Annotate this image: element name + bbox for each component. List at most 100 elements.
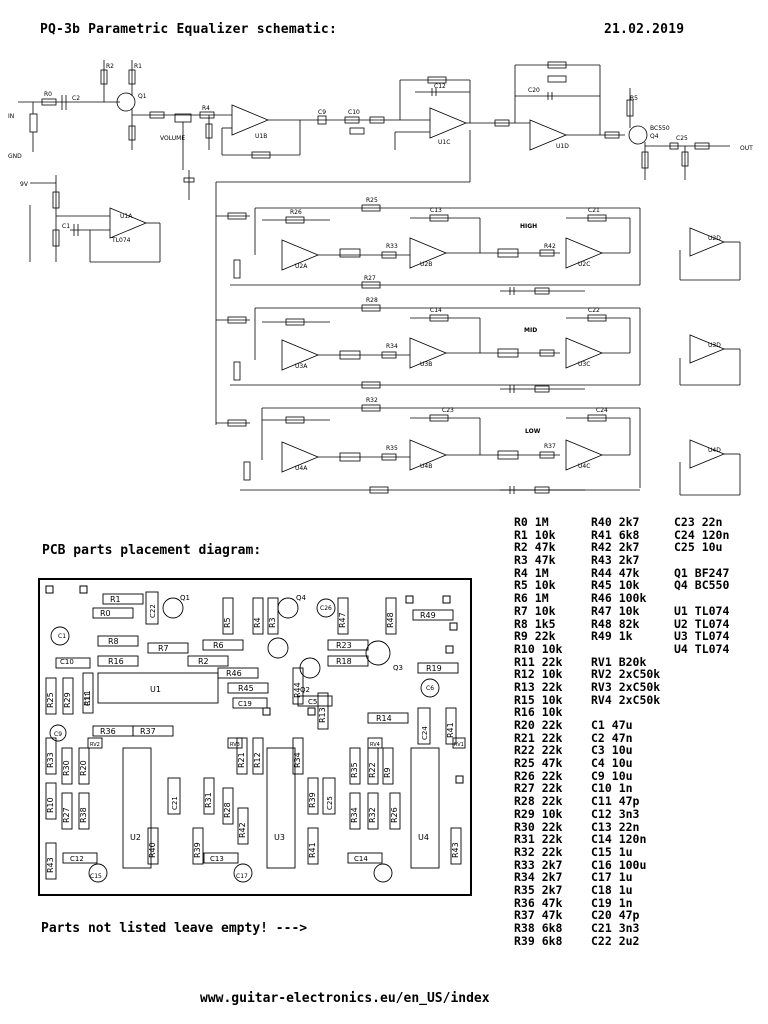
part-entry: R20 22k: [514, 718, 563, 732]
u4c-label: U4C: [578, 463, 590, 470]
r37-label: R37: [544, 443, 556, 450]
pcb-c21: C21: [171, 796, 179, 810]
schematic-title: PQ-3b Parametric Equalizer schematic:: [40, 22, 337, 37]
part-entry: U1 TL074: [674, 603, 730, 618]
pcb-r26: R26: [390, 807, 399, 823]
c10-label: C10: [348, 109, 360, 116]
part-entry: R47 10k: [591, 603, 640, 618]
pcb-r31: R31: [204, 792, 213, 808]
pcb-c25: C25: [326, 796, 334, 810]
pcb-r39b: R39: [308, 792, 317, 808]
part-entry: Q1 BF247: [674, 565, 730, 580]
part-entry: R8 1k5: [514, 616, 556, 631]
part-entry: C25 10u: [674, 540, 723, 555]
part-entry: Q4 BC550: [674, 578, 730, 593]
u1b-label: U1B: [255, 133, 267, 140]
pcb-r7: R7: [158, 644, 169, 653]
mid-label: MID: [524, 327, 537, 334]
q4-label: Q4: [650, 133, 659, 140]
u3a-label: U3A: [295, 363, 308, 370]
pcb-r48: R48: [386, 612, 395, 628]
r28-label: R28: [366, 297, 378, 304]
pcb-r30: R30: [62, 760, 71, 776]
part-entry: R44 47k: [591, 565, 640, 580]
pcb-r19: R19: [426, 664, 442, 673]
pcb-u4-label: U4: [418, 833, 429, 842]
pcb-r3: R3: [268, 617, 277, 628]
u1a-label: U1A: [120, 213, 133, 220]
pcb-r2: R2: [198, 657, 209, 666]
pcb-r39: R39: [193, 842, 202, 858]
r1-label: R1: [134, 63, 142, 70]
pcb-c9: C9: [54, 731, 62, 738]
pcb-r46: R46: [226, 669, 242, 678]
part-entry: U2 TL074: [674, 616, 730, 631]
part-entry: R6 1M: [514, 591, 549, 606]
part-entry: R37 47k: [514, 908, 563, 923]
part-entry: R29 10k: [514, 806, 563, 821]
volume-label: VOLUME: [160, 135, 185, 142]
pcb-r9: R9: [383, 767, 392, 778]
pcb-c10: C10: [60, 658, 74, 666]
part-entry: R32 22k: [514, 844, 563, 859]
website-url[interactable]: www.guitar-electronics.eu/en_US/index: [200, 991, 490, 1006]
part-entry: R43 2k7: [591, 553, 640, 568]
u2c-label: U2C: [578, 261, 590, 268]
part-entry: C14 120n: [591, 832, 647, 847]
pcb-r32: R32: [368, 807, 377, 823]
pcb-r25: R25: [46, 692, 55, 708]
pcb-rv2: RV2: [90, 742, 100, 748]
pcb-r0: R0: [100, 609, 111, 618]
pcb-c11: C11: [84, 692, 92, 706]
tl074-label: TL074: [111, 237, 131, 244]
part-entry: C19 1n: [591, 895, 633, 910]
pcb-c19: C19: [238, 700, 252, 708]
pcb-r18: R18: [336, 657, 352, 666]
pcb-r23: R23: [336, 641, 352, 650]
part-entry: RV4 2xC50k: [591, 692, 661, 707]
gnd-label: GND: [8, 153, 22, 160]
r0-label: R0: [44, 91, 52, 98]
part-entry: R25 47k: [514, 756, 563, 771]
pcb-r47: R47: [338, 612, 347, 628]
r42-label: R42: [544, 243, 556, 250]
in-label: IN: [8, 113, 14, 120]
part-entry: R0 1M: [514, 515, 549, 529]
part-entry: R13 22k: [514, 679, 563, 694]
part-entry: R45 10k: [591, 578, 640, 593]
part-entry: C1 47u: [591, 718, 633, 732]
pcb-q4: Q4: [296, 594, 307, 602]
part-entry: RV1 B20k: [591, 654, 647, 669]
pcb-r5: R5: [223, 617, 232, 628]
pcb-q3: Q3: [393, 664, 403, 672]
part-entry: [591, 643, 660, 656]
part-entry: C2 47n: [591, 730, 633, 745]
pcb-rv1: RV1: [454, 742, 464, 748]
c24-label: C24: [596, 407, 608, 414]
part-entry: R49 1k: [591, 629, 633, 644]
part-entry: R35 2k7: [514, 882, 563, 897]
pcb-c17: C17: [236, 873, 248, 880]
part-entry: C12 3n3: [591, 806, 640, 821]
part-entry: C21 3n3: [591, 921, 640, 935]
r2-label: R2: [106, 63, 114, 70]
part-entry: C3 10u: [591, 743, 633, 758]
pcb-r10: R10: [46, 797, 55, 813]
part-entry: R21 22k: [514, 730, 563, 745]
pcb-c22: C22: [149, 604, 157, 618]
u2d-label: U2D: [708, 235, 721, 242]
u1c-label: U1C: [438, 139, 450, 146]
r4-label: R4: [202, 105, 210, 112]
parts-note: Parts not listed leave empty! --->: [41, 921, 308, 936]
pcb-c15: C15: [90, 873, 102, 880]
pcb-c6: C6: [426, 685, 434, 692]
u2a-label: U2A: [295, 263, 308, 270]
pcb-r15-note: R34: [293, 752, 302, 768]
pcb-r36: R36: [100, 727, 116, 736]
pcb-u3-label: U3: [274, 833, 285, 842]
u4a-label: U4A: [295, 465, 308, 472]
pcb-r20: R20: [79, 760, 88, 776]
part-entry: R48 82k: [591, 616, 640, 631]
q1-label: Q1: [138, 93, 147, 100]
